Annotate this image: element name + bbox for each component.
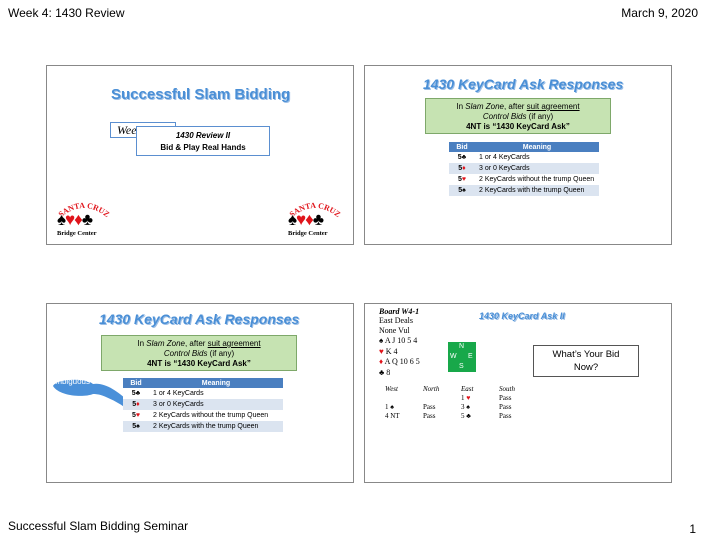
response-row: 5♥2 KeyCards without the trump Queen: [123, 410, 283, 421]
logo-text: Bridge Center: [57, 230, 97, 237]
suit-icon: ♣: [461, 154, 467, 161]
santa-cruz-logo-left: SANTA CRUZ ♠♥♦♣ Bridge Center: [53, 199, 115, 241]
diamond-icon: ♦: [379, 357, 384, 366]
suit-icon: ♥: [135, 412, 141, 419]
logo-suits-icon: ♠♥♦♣: [288, 210, 324, 229]
club-icon: ♣: [379, 367, 385, 377]
heart-icon: ♥: [379, 346, 384, 356]
auction-call: 4 NT: [385, 412, 400, 420]
response-row: 5♣1 or 4 KeyCards: [123, 388, 283, 399]
suit-icon: ♦: [136, 401, 140, 408]
slide1-title: Successful Slam Bidding: [111, 86, 291, 103]
review-line-1: 1430 Review II: [175, 131, 231, 140]
suit-icon: ♣: [135, 390, 141, 397]
dealer: East Deals: [379, 316, 413, 325]
auction-call: 3 ♠: [461, 403, 470, 411]
auction-call: Pass: [423, 412, 436, 420]
suit-icon: ♠: [462, 187, 466, 194]
review-line-2: Bid & Play Real Hands: [160, 143, 246, 152]
slam-zone-box: In Slam Zone, after suit agreement Contr…: [425, 98, 611, 134]
meaning-cell: 1 or 4 KeyCards: [475, 152, 599, 163]
bid-cell: 5♥: [123, 410, 149, 421]
bid-cell: 5♦: [449, 163, 475, 174]
auction-call: Pass: [499, 403, 512, 411]
bid-cell: 5♣: [123, 388, 149, 399]
response-row: 5♦3 or 0 KeyCards: [123, 399, 283, 410]
compass: N W E S: [448, 342, 476, 372]
suit-icon: ♥: [461, 176, 467, 183]
slide-thumbnail-3[interactable]: 1430 KeyCard Ask Responses In Slam Zone,…: [46, 303, 354, 483]
board-number: Board W4-1: [379, 307, 420, 316]
auction: 1 ♥ Pass 1 ♠ Pass 3 ♠ Pass 4 NT Pass 5 ♣ Pass: [385, 394, 545, 434]
hand: ♠ A J 10 5 4 ♥ K 4 ♦ A Q 10 6 5 ♣ 8: [379, 336, 420, 378]
meaning-cell: 3 or 0 KeyCards: [475, 163, 599, 174]
col-bid: Bid: [449, 142, 475, 152]
auction-call: 1 ♠: [385, 403, 394, 411]
meaning-cell: 3 or 0 KeyCards: [149, 399, 283, 410]
page-number: 1: [689, 522, 696, 536]
logo-text: Bridge Center: [288, 230, 328, 237]
meaning-cell: 2 KeyCards without the trump Queen: [475, 174, 599, 185]
meaning-cell: 2 KeyCards without the trump Queen: [149, 410, 283, 421]
auction-call: Pass: [423, 403, 436, 411]
vulnerability: None Vul: [379, 326, 410, 335]
suit-icon: ♦: [462, 165, 466, 172]
col-meaning: Meaning: [149, 378, 283, 388]
col-bid: Bid: [123, 378, 149, 388]
response-row: 5♦3 or 0 KeyCards: [449, 163, 599, 174]
hand-diamonds: ♦ A Q 10 6 5: [379, 357, 420, 366]
slide-thumbnail-1[interactable]: Successful Slam Bidding Week 4 1430 Revi…: [46, 65, 354, 245]
slide3-title: 1430 KeyCard Ask Responses: [99, 311, 300, 327]
header-title: Week 4: 1430 Review: [8, 6, 125, 20]
bid-cell: 5♥: [449, 174, 475, 185]
auction-call: Pass: [499, 394, 512, 402]
santa-cruz-logo-right: SANTA CRUZ ♠♥♦♣ Bridge Center: [284, 199, 346, 241]
slide-thumbnail-4[interactable]: Board W4-1 East Deals None Vul ♠ A J 10 …: [364, 303, 672, 483]
meaning-cell: 2 KeyCards with the trump Queen: [475, 185, 599, 196]
auction-call: 1 ♥: [461, 394, 471, 402]
hand-spades: ♠ A J 10 5 4: [379, 336, 418, 345]
meaning-cell: 1 or 4 KeyCards: [149, 388, 283, 399]
hand-hearts: ♥ K 4: [379, 346, 398, 356]
question-box: What’s Your Bid Now?: [533, 345, 639, 377]
logo-suits-icon: ♠♥♦♣: [57, 210, 93, 229]
hand-clubs: ♣ 8: [379, 367, 391, 377]
ambiguous-callout: Ambiguous: [49, 377, 91, 386]
slam-zone-box: In Slam Zone, after suit agreement Contr…: [101, 335, 297, 371]
response-row: 5♠2 KeyCards with the trump Queen: [123, 421, 283, 432]
footer-title: Successful Slam Bidding Seminar: [8, 519, 189, 533]
response-row: 5♥2 KeyCards without the trump Queen: [449, 174, 599, 185]
meaning-cell: 2 KeyCards with the trump Queen: [149, 421, 283, 432]
col-meaning: Meaning: [475, 142, 599, 152]
spade-icon: ♠: [379, 336, 384, 345]
slide-thumbnail-2[interactable]: 1430 KeyCard Ask Responses In Slam Zone,…: [364, 65, 672, 245]
auction-call: Pass: [499, 412, 512, 420]
slide4-title: 1430 KeyCard Ask II: [479, 311, 565, 321]
suit-icon: ♠: [136, 423, 140, 430]
slide2-title: 1430 KeyCard Ask Responses: [423, 76, 624, 92]
auction-call: 5 ♣: [461, 412, 471, 420]
header-date: March 9, 2020: [621, 6, 698, 20]
bid-cell: 5♠: [123, 421, 149, 432]
response-row: 5♣1 or 4 KeyCards: [449, 152, 599, 163]
bid-cell: 5♠: [449, 185, 475, 196]
review-box: 1430 Review II Bid & Play Real Hands: [136, 126, 270, 156]
bid-cell: 5♣: [449, 152, 475, 163]
response-row: 5♠2 KeyCards with the trump Queen: [449, 185, 599, 196]
bid-cell: 5♦: [123, 399, 149, 410]
